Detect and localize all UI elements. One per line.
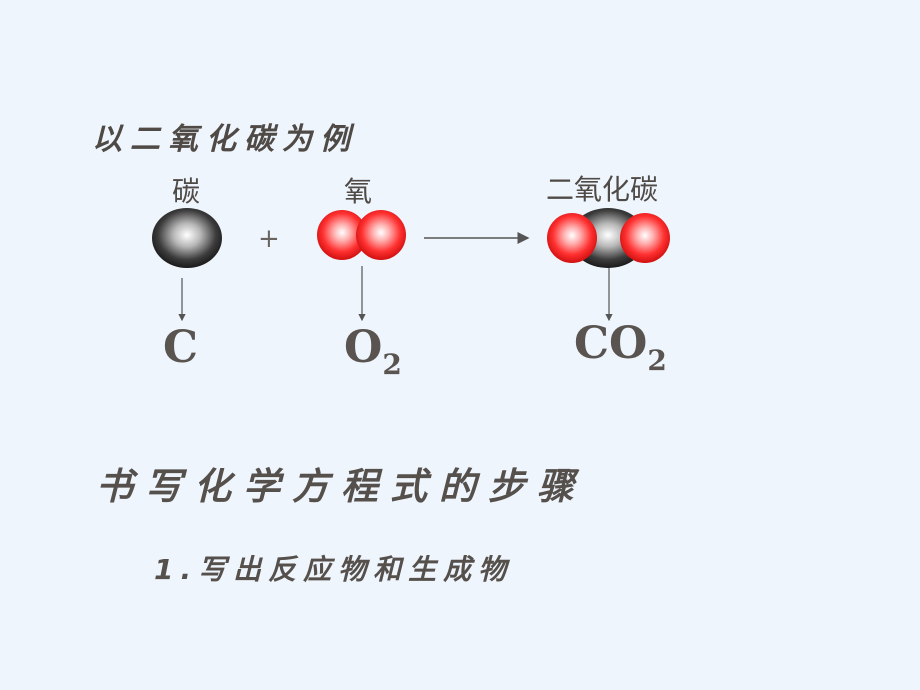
step-item: 1.写出反应物和生成物 (154, 553, 514, 586)
oxygen-atom-left (317, 210, 367, 260)
oxygen-formula: O2 (344, 322, 402, 381)
product-label: 二氧化碳 (546, 173, 659, 206)
example-heading: 以二氧化碳为例 (92, 122, 358, 157)
carbon-atom (152, 208, 222, 268)
oxygen-label: 氧 (344, 175, 373, 208)
steps-heading: 书写化学方程式的步骤 (96, 465, 586, 508)
plus-sign: + (258, 224, 280, 254)
carbon-label: 碳 (172, 175, 201, 208)
co2-oxygen-atom-right (620, 213, 670, 263)
oxygen-symbol: O (344, 322, 383, 373)
product-subscript: 2 (647, 344, 667, 377)
carbon-symbol: C (163, 322, 199, 373)
product-formula: CO2 (574, 318, 667, 377)
co2-oxygen-atom-left (547, 213, 597, 263)
product-symbol: CO (574, 318, 648, 369)
oxygen-subscript: 2 (382, 348, 402, 381)
oxygen-atom-right (356, 210, 406, 260)
